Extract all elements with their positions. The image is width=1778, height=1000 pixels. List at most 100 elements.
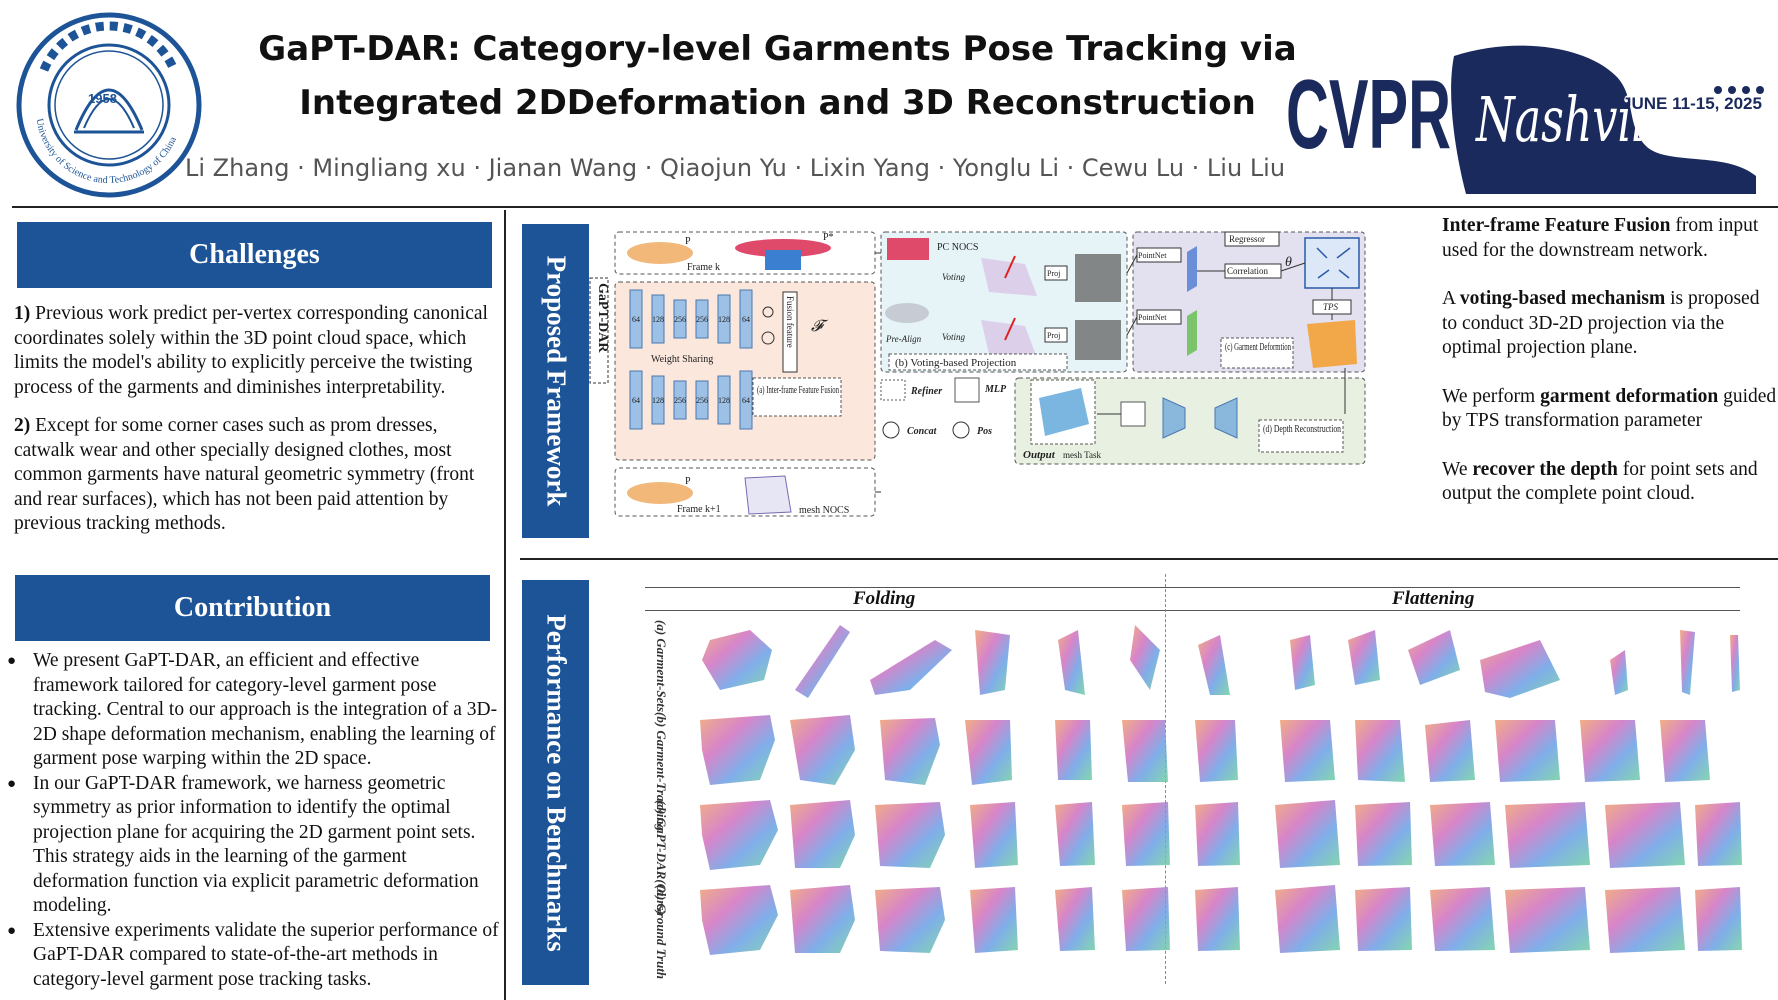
module-c-label: (c) Garment Deformtion xyxy=(1225,342,1291,353)
channel-label: 128 xyxy=(718,315,730,324)
proj-label: Proj xyxy=(1047,269,1060,278)
proposed-framework-text: Proposed Framework xyxy=(541,255,571,507)
module-d-label: (d) Depth Reconstruction xyxy=(1263,424,1341,435)
module-a-label: (a) Inter-frame Feature Fusion xyxy=(757,384,839,396)
note-item: We perform garment deformation guided by… xyxy=(1442,385,1778,434)
note-rest: for point sets and output the complete p… xyxy=(1442,458,1758,505)
pos-legend-icon xyxy=(952,421,970,439)
seal-year: 1958 xyxy=(88,91,117,106)
note-item: A voting-based mechanism is proposed to … xyxy=(1442,287,1778,361)
tps-label: TPS xyxy=(1323,302,1339,312)
voting-label: Voting xyxy=(942,332,966,342)
pointnet-label: PointNet xyxy=(1138,313,1167,322)
channel-label: 256 xyxy=(696,315,708,324)
row-b-clouds xyxy=(700,715,1710,785)
row-d-clouds xyxy=(700,885,1742,955)
row-c-clouds xyxy=(700,800,1742,870)
feature-block-top xyxy=(1187,246,1197,292)
challenge-item-1: 1) Previous work predict per-vertex corr… xyxy=(14,302,494,400)
pc-nocs-label: PC NOCS xyxy=(937,242,978,253)
regressor-label: Regressor xyxy=(1229,234,1265,244)
output-cloud xyxy=(1039,388,1089,436)
weight-sharing-label: Weight Sharing xyxy=(651,354,713,365)
qualitative-results-figure: Folding Flattening (a) Garment-Sets (b) … xyxy=(640,574,1745,990)
proposed-framework-label: Proposed Framework xyxy=(522,224,589,538)
title-line-2: Integrated 2DDeformation and 3D Reconstr… xyxy=(299,83,1256,123)
note-lead: We perform xyxy=(1442,385,1541,407)
title-line-1: GaPT-DAR: Category-level Garments Pose T… xyxy=(258,29,1297,69)
university-seal-logo: 1958 University of Science and Technolog… xyxy=(16,12,202,198)
contribution-list: We present GaPT-DAR, an efficient and ef… xyxy=(7,649,501,993)
channel-label: 256 xyxy=(696,396,708,405)
contribution-item: In our GaPT-DAR framework, we harness ge… xyxy=(7,772,501,919)
note-lead: A xyxy=(1442,288,1460,309)
frame-k1-cloud xyxy=(627,475,792,515)
pk-star-symbol: P* xyxy=(823,232,834,243)
note-item: Inter-frame Feature Fusion from input us… xyxy=(1442,214,1778,263)
note-bold: voting-based mechanism xyxy=(1459,288,1666,309)
correlation-label: Correlation xyxy=(1227,266,1268,276)
encoder-decoder-bottom xyxy=(629,370,753,430)
note-bold: garment deformation xyxy=(1540,385,1719,407)
challenge-num: 2) xyxy=(14,415,31,436)
note-rest: is proposed to conduct 3D-2D projection … xyxy=(1442,288,1760,358)
frame-k-cloud xyxy=(627,239,831,270)
cvpr-city: Nashville xyxy=(1475,83,1686,156)
challenge-item-2: 2) Except for some corner cases such as … xyxy=(14,414,494,537)
legend-pos: Pos xyxy=(977,426,992,437)
proj-label: Proj xyxy=(1047,331,1060,340)
voting-plane-top xyxy=(981,255,1037,296)
note-rest: from input used for the downstream netwo… xyxy=(1442,215,1759,261)
channel-label: 64 xyxy=(632,396,640,405)
feature-block-bottom xyxy=(1187,310,1197,356)
performance-benchmarks-label: Performance on Benchmarks xyxy=(522,580,589,985)
row-a-clouds xyxy=(702,625,1740,698)
concat-legend-icon xyxy=(882,421,900,439)
fusion-feature-label: Fusion feature xyxy=(785,296,795,348)
channel-label: 64 xyxy=(742,396,750,405)
challenge-text: Except for some corner cases such as pro… xyxy=(14,415,475,534)
concat-op-icon xyxy=(762,306,774,318)
voting-plane-bottom xyxy=(981,317,1037,358)
mesh-nocs-label: mesh NOCS xyxy=(799,505,849,516)
pointnet-label: PointNet xyxy=(1138,251,1167,260)
decoder-block xyxy=(1162,397,1186,439)
frame-k1-label: Frame k+1 xyxy=(677,504,721,515)
legend-concat: Concat xyxy=(907,426,938,437)
theta-symbol: θ xyxy=(1285,255,1292,270)
note-lead: We xyxy=(1442,458,1473,480)
challenge-text: Previous work predict per-vertex corresp… xyxy=(14,303,488,398)
flattening-heading: Flattening xyxy=(1392,588,1475,609)
module-b-label: (b) Voting-based Projection xyxy=(895,357,1017,369)
pk1-symbol: P xyxy=(685,476,691,487)
results-top-rule xyxy=(645,587,1740,588)
note-item: We recover the depth for point sets and … xyxy=(1442,458,1778,507)
folding-heading: Folding xyxy=(853,588,916,609)
projected-cloud-bottom xyxy=(1075,320,1121,360)
cvpr-conference-logo: CVPR Nashville JUNE 11-15, 2025 xyxy=(1286,45,1764,194)
framework-diagram: GaPT-DAR P P* Frame k 64 128 256 256 128… xyxy=(589,231,1366,517)
contribution-item: We present GaPT-DAR, an efficient and ef… xyxy=(7,649,501,772)
contribution-heading: Contribution xyxy=(15,575,490,641)
author-list: Li Zhang · Mingliang xu · Jianan Wang · … xyxy=(185,154,1286,182)
tps-grid xyxy=(1304,237,1360,289)
channel-label: 128 xyxy=(718,396,730,405)
challenges-heading: Challenges xyxy=(17,222,492,288)
channel-label: 128 xyxy=(652,315,664,324)
channel-label: 64 xyxy=(632,315,640,324)
framework-notes: Inter-frame Feature Fusion from input us… xyxy=(1442,214,1778,531)
poster-title: GaPT-DAR: Category-level Garments Pose T… xyxy=(200,22,1355,130)
contribution-item: Extensive experiments validate the super… xyxy=(7,919,501,993)
channel-label: 256 xyxy=(674,396,686,405)
note-bold: Inter-frame Feature Fusion xyxy=(1442,215,1671,236)
note-bold: recover the depth xyxy=(1472,458,1618,480)
mlp-block xyxy=(1120,401,1146,427)
legend-mlp: MLP xyxy=(984,384,1007,395)
channel-label: 64 xyxy=(742,315,750,324)
output-label: Output xyxy=(1023,449,1056,461)
cvpr-wordmark: CVPR xyxy=(1286,59,1451,169)
guitar-shape xyxy=(1451,45,1756,194)
cvpr-dates: JUNE 11-15, 2025 xyxy=(1622,94,1762,113)
encoder-block xyxy=(1214,397,1238,439)
projected-cloud-top xyxy=(1075,254,1121,302)
